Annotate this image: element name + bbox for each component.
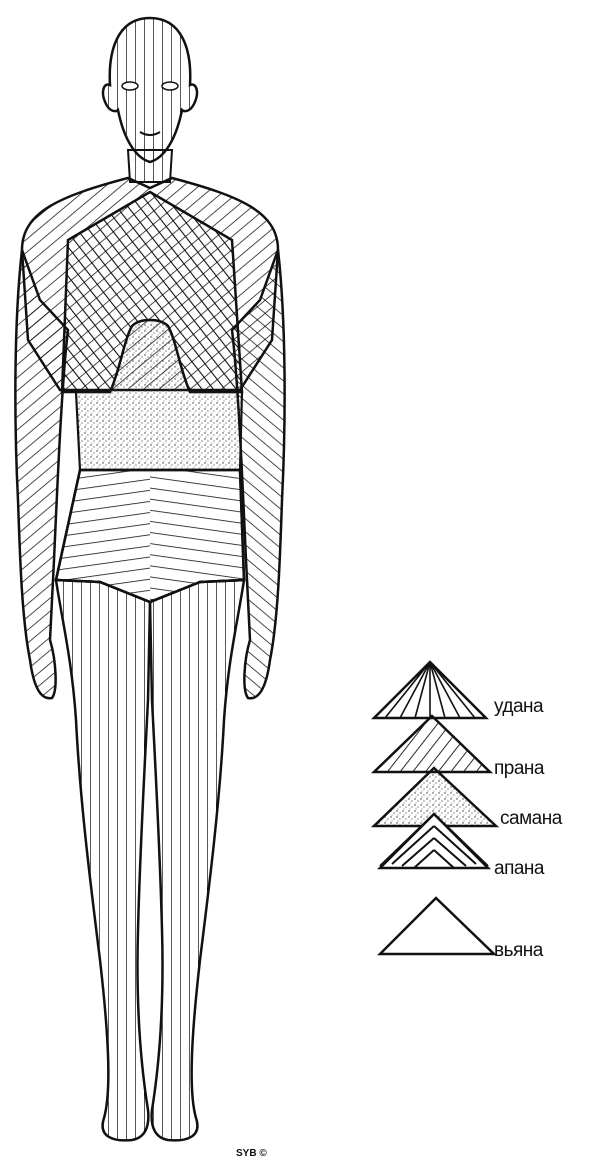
left-eye	[122, 82, 138, 90]
legend-item-udana	[374, 662, 486, 718]
head	[103, 18, 197, 162]
artist-signature: SYB ©	[236, 1148, 267, 1159]
legend-item-prana	[374, 716, 490, 772]
legend-label-samana: самана	[500, 808, 562, 830]
legend	[374, 662, 496, 954]
legend-label-vyana: вьяна	[494, 940, 543, 962]
legend-label-prana: прана	[494, 758, 544, 780]
legend-label-apana: апана	[494, 858, 544, 880]
right-eye	[162, 82, 178, 90]
right-leg	[150, 580, 244, 1140]
legend-item-vyana	[380, 898, 494, 954]
neck	[128, 150, 172, 182]
left-leg	[56, 580, 150, 1140]
legend-label-udana: удана	[494, 696, 543, 718]
